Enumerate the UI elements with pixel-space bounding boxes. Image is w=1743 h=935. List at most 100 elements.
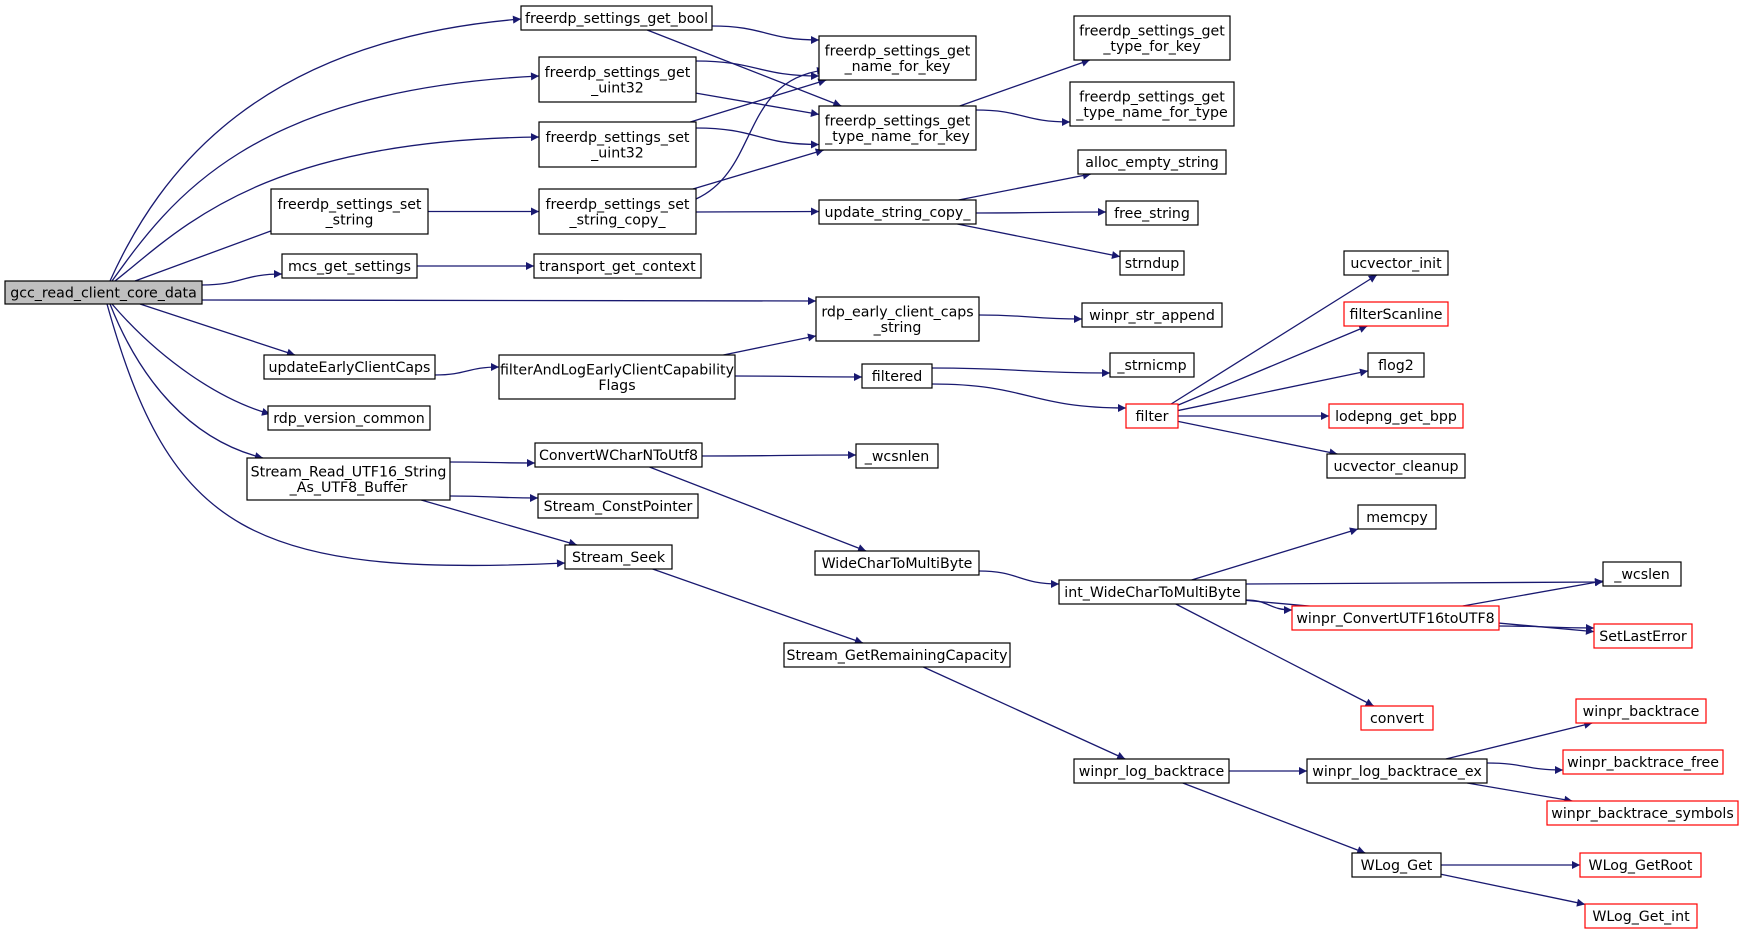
node-alloc-empty-string[interactable]: alloc_empty_string <box>1077 149 1227 175</box>
edge-update_string_copy-to-alloc_empty_string <box>958 171 1092 201</box>
node-box <box>1326 453 1466 479</box>
node-WLog-GetRoot[interactable]: WLog_GetRoot <box>1579 852 1702 878</box>
node-box <box>1109 352 1195 378</box>
node-Stream-GetRemainingCapacity[interactable]: Stream_GetRemainingCapacity <box>783 642 1011 668</box>
node-ucvector-init[interactable]: ucvector_init <box>1343 250 1449 276</box>
node-label: freerdp_settings_get <box>1079 23 1225 39</box>
node-box <box>246 457 451 501</box>
node-free-string[interactable]: free_string <box>1105 200 1199 226</box>
node-flog2[interactable]: flog2 <box>1367 352 1425 378</box>
node-set-uint32[interactable]: freerdp_settings_set_uint32 <box>538 121 697 168</box>
node-WLog-Get[interactable]: WLog_Get <box>1351 852 1442 878</box>
node-box <box>1593 623 1693 649</box>
node-rdp-version-common[interactable]: rdp_version_common <box>267 405 431 431</box>
node-filterScanline[interactable]: filterScanline <box>1343 301 1449 327</box>
edge-gcc-to-set_string <box>134 224 288 282</box>
node-winpr-backtrace-symbols[interactable]: winpr_backtrace_symbols <box>1546 800 1739 826</box>
node-box <box>1291 605 1500 631</box>
node-winpr-backtrace[interactable]: winpr_backtrace <box>1575 698 1707 724</box>
node-strnicmp[interactable]: _strnicmp <box>1109 352 1195 378</box>
edge-gcc-to-rdp_early_client_caps_string <box>201 296 817 305</box>
node-label: WLog_Get <box>1361 858 1433 874</box>
node-label: _string <box>325 212 374 228</box>
edge-gcc-to-get_uint32 <box>111 72 540 282</box>
edge-ConvertWCharNToUtf8-to-wcsnlen <box>701 451 857 460</box>
node-int-WideCharToMultiByte[interactable]: int_WideCharToMultiByte <box>1058 579 1247 605</box>
node-box <box>1579 852 1702 878</box>
node-winpr-log-backtrace[interactable]: winpr_log_backtrace <box>1073 758 1230 784</box>
node-set-string[interactable]: freerdp_settings_set_string <box>270 188 429 235</box>
node-ConvertWCharNToUtf8[interactable]: ConvertWCharNToUtf8 <box>534 442 703 468</box>
node-label: freerdp_settings_set <box>545 197 689 213</box>
node-update-string-copy[interactable]: update_string_copy_ <box>818 199 977 225</box>
node-label: filterScanline <box>1349 307 1442 323</box>
node-Stream-Seek[interactable]: Stream_Seek <box>564 544 673 570</box>
node-get-type-name-for-key[interactable]: freerdp_settings_get_type_name_for_key <box>818 105 977 151</box>
node-strndup[interactable]: strndup <box>1119 250 1185 276</box>
node-lodepng-get-bpp[interactable]: lodepng_get_bpp <box>1328 403 1464 429</box>
node-wcsnlen[interactable]: _wcsnlen <box>855 443 939 469</box>
node-wcslen[interactable]: _wcslen <box>1602 561 1682 587</box>
node-get-type-name-for-type[interactable]: freerdp_settings_get_type_name_for_type <box>1069 81 1235 127</box>
node-set-string-copy[interactable]: freerdp_settings_set_string_copy_ <box>538 188 697 235</box>
node-SetLastError[interactable]: SetLastError <box>1593 623 1693 649</box>
node-get-type-for-key[interactable]: freerdp_settings_get_type_for_key <box>1073 15 1231 61</box>
edge-int_WideCharToMultiByte-to-convert <box>1175 603 1375 707</box>
node-winpr-str-append[interactable]: winpr_str_append <box>1081 302 1223 328</box>
edge-Stream_GetRemainingCapacity-to-winpr_log_backtrace <box>923 666 1126 760</box>
node-box <box>783 642 1011 668</box>
node-Stream-ConstPointer[interactable]: Stream_ConstPointer <box>537 493 699 519</box>
edge-winpr_ConvertUTF16toUTF8-to-SetLastError <box>1498 623 1595 632</box>
edge-filterAndLog-to-filtered <box>734 372 863 381</box>
node-transport-get-context[interactable]: transport_get_context <box>533 253 702 279</box>
node-get-name-for-key[interactable]: freerdp_settings_get_name_for_key <box>818 35 977 81</box>
node-label: _string_copy_ <box>569 212 667 228</box>
node-filtered[interactable]: filtered <box>861 363 933 389</box>
node-label: ConvertWCharNToUtf8 <box>539 448 698 464</box>
node-label: winpr_ConvertUTF16toUTF8 <box>1296 611 1494 627</box>
node-label: winpr_str_append <box>1089 308 1215 324</box>
node-updateEarlyClientCaps[interactable]: updateEarlyClientCaps <box>263 354 436 380</box>
node-winpr-ConvertUTF16toUTF8[interactable]: winpr_ConvertUTF16toUTF8 <box>1291 605 1500 631</box>
node-box <box>1073 15 1231 61</box>
node-mcs-get-settings[interactable]: mcs_get_settings <box>281 253 418 279</box>
node-stream-read-utf16[interactable]: Stream_Read_UTF16_String_As_UTF8_Buffer <box>246 457 451 501</box>
node-filter[interactable]: filter <box>1125 403 1179 429</box>
edge-winpr_log_backtrace_ex-to-winpr_backtrace_symbols <box>1467 782 1573 804</box>
node-label: freerdp_settings_get_bool <box>525 11 708 27</box>
node-label: _wcslen <box>1613 567 1670 583</box>
node-box <box>538 56 697 103</box>
edge-set_uint32-to-get_name_for_key <box>690 78 827 123</box>
edge-WideCharToMultiByte-to-int_WideCharToMultiByte <box>978 570 1060 588</box>
node-ucvector-cleanup[interactable]: ucvector_cleanup <box>1326 453 1466 479</box>
edge-gcc-to-rdp_version_common <box>111 303 271 416</box>
node-label: winpr_backtrace_symbols <box>1551 806 1734 822</box>
node-label: updateEarlyClientCaps <box>269 360 431 376</box>
node-label: _uint32 <box>590 145 644 161</box>
node-rdp-early-client-caps-string[interactable]: rdp_early_client_caps_string <box>815 296 980 342</box>
node-box <box>1081 302 1223 328</box>
node-WideCharToMultiByte[interactable]: WideCharToMultiByte <box>814 550 980 576</box>
node-label: _name_for_key <box>844 59 951 75</box>
node-label: strndup <box>1125 256 1180 272</box>
node-label: Stream_ConstPointer <box>544 499 693 515</box>
node-box <box>263 354 436 380</box>
node-get-uint32[interactable]: freerdp_settings_get_uint32 <box>538 56 697 103</box>
edge-filtered-to-filter <box>931 383 1127 412</box>
node-box <box>538 188 697 235</box>
node-memcpy[interactable]: memcpy <box>1357 504 1437 530</box>
node-gcc[interactable]: gcc_read_client_core_data <box>4 280 203 305</box>
node-label: update_string_copy_ <box>825 205 972 221</box>
node-label: Stream_GetRemainingCapacity <box>786 648 1007 664</box>
node-winpr-log-backtrace-ex[interactable]: winpr_log_backtrace_ex <box>1306 758 1488 784</box>
node-WLog-Get-int[interactable]: WLog_Get_int <box>1584 903 1698 929</box>
node-get-bool[interactable]: freerdp_settings_get_bool <box>520 5 713 31</box>
edge-filtered-to-strnicmp <box>931 367 1111 377</box>
node-winpr-backtrace-free[interactable]: winpr_backtrace_free <box>1562 749 1724 775</box>
node-label: ucvector_init <box>1350 256 1442 272</box>
edge-gcc-to-get_bool <box>109 15 522 282</box>
node-label: flog2 <box>1378 358 1414 374</box>
node-convert[interactable]: convert <box>1360 705 1434 731</box>
edge-stream_read_utf16-to-Stream_ConstPointer <box>449 493 539 502</box>
